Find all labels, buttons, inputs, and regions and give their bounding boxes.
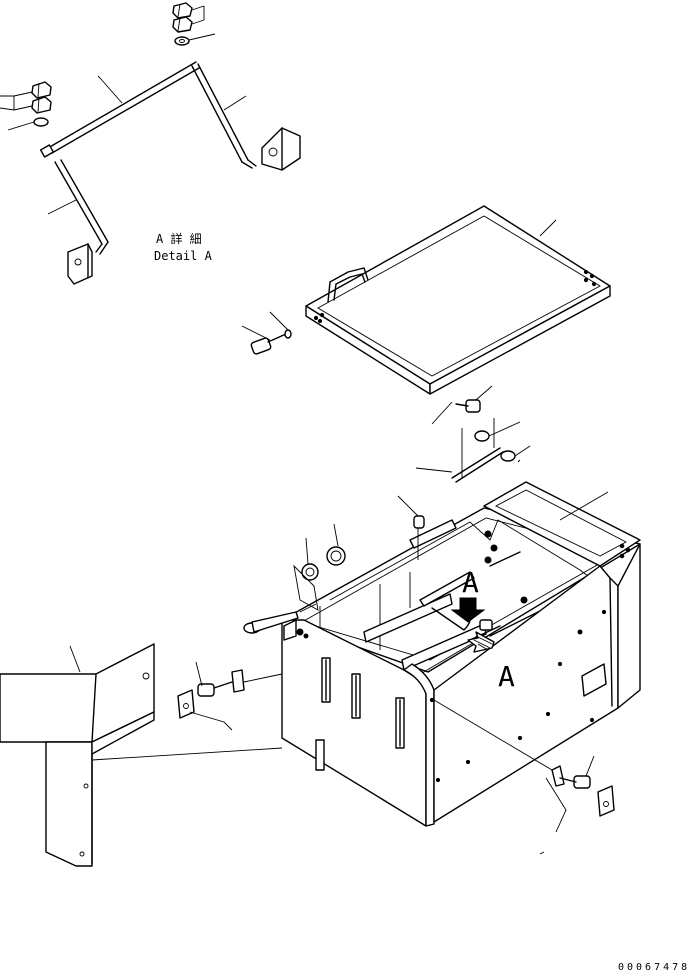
cover-bolt-right [431, 385, 493, 425]
part-number: 00067478 [618, 962, 690, 973]
view-marker-a-top: A [462, 566, 479, 599]
detail-a-group: A 詳 細 Detail A [0, 2, 301, 285]
side-cover-panel [0, 643, 155, 867]
lever-handle [243, 603, 317, 634]
top-plug [413, 515, 425, 529]
nut-top-1 [172, 2, 193, 19]
slot-4 [315, 739, 325, 771]
cover-handle [327, 267, 369, 303]
stay-washer-2 [500, 450, 516, 462]
rod-long [39, 61, 200, 158]
grommet-2 [326, 546, 346, 566]
stay-washer-1 [474, 430, 490, 442]
detail-title-english: Detail A [154, 249, 213, 263]
latch-right [433, 699, 615, 833]
cover-holes [313, 269, 597, 324]
side-handle-recess [581, 663, 607, 697]
bracket-left [67, 243, 93, 285]
view-arrow-down [450, 597, 486, 623]
cover-bolt-left [241, 311, 292, 355]
latch-left [177, 661, 283, 731]
view-arrow-side-hatch [473, 635, 493, 651]
nut-top-2 [172, 16, 193, 33]
stay-bar [415, 418, 504, 483]
detail-title-japanese: A 詳 細 [156, 231, 202, 246]
box-fasteners [296, 530, 631, 783]
nut-left-2 [31, 96, 52, 114]
main-box [281, 481, 641, 827]
grommet-1 [301, 563, 319, 581]
rod-left [54, 159, 109, 255]
bracket-right [261, 127, 301, 171]
nut-left-1 [31, 81, 52, 99]
view-marker-a-side: A [498, 660, 515, 693]
washer-top [174, 36, 190, 46]
rod-right [191, 63, 257, 169]
washer-left [33, 117, 49, 127]
cover-panel [305, 205, 611, 395]
